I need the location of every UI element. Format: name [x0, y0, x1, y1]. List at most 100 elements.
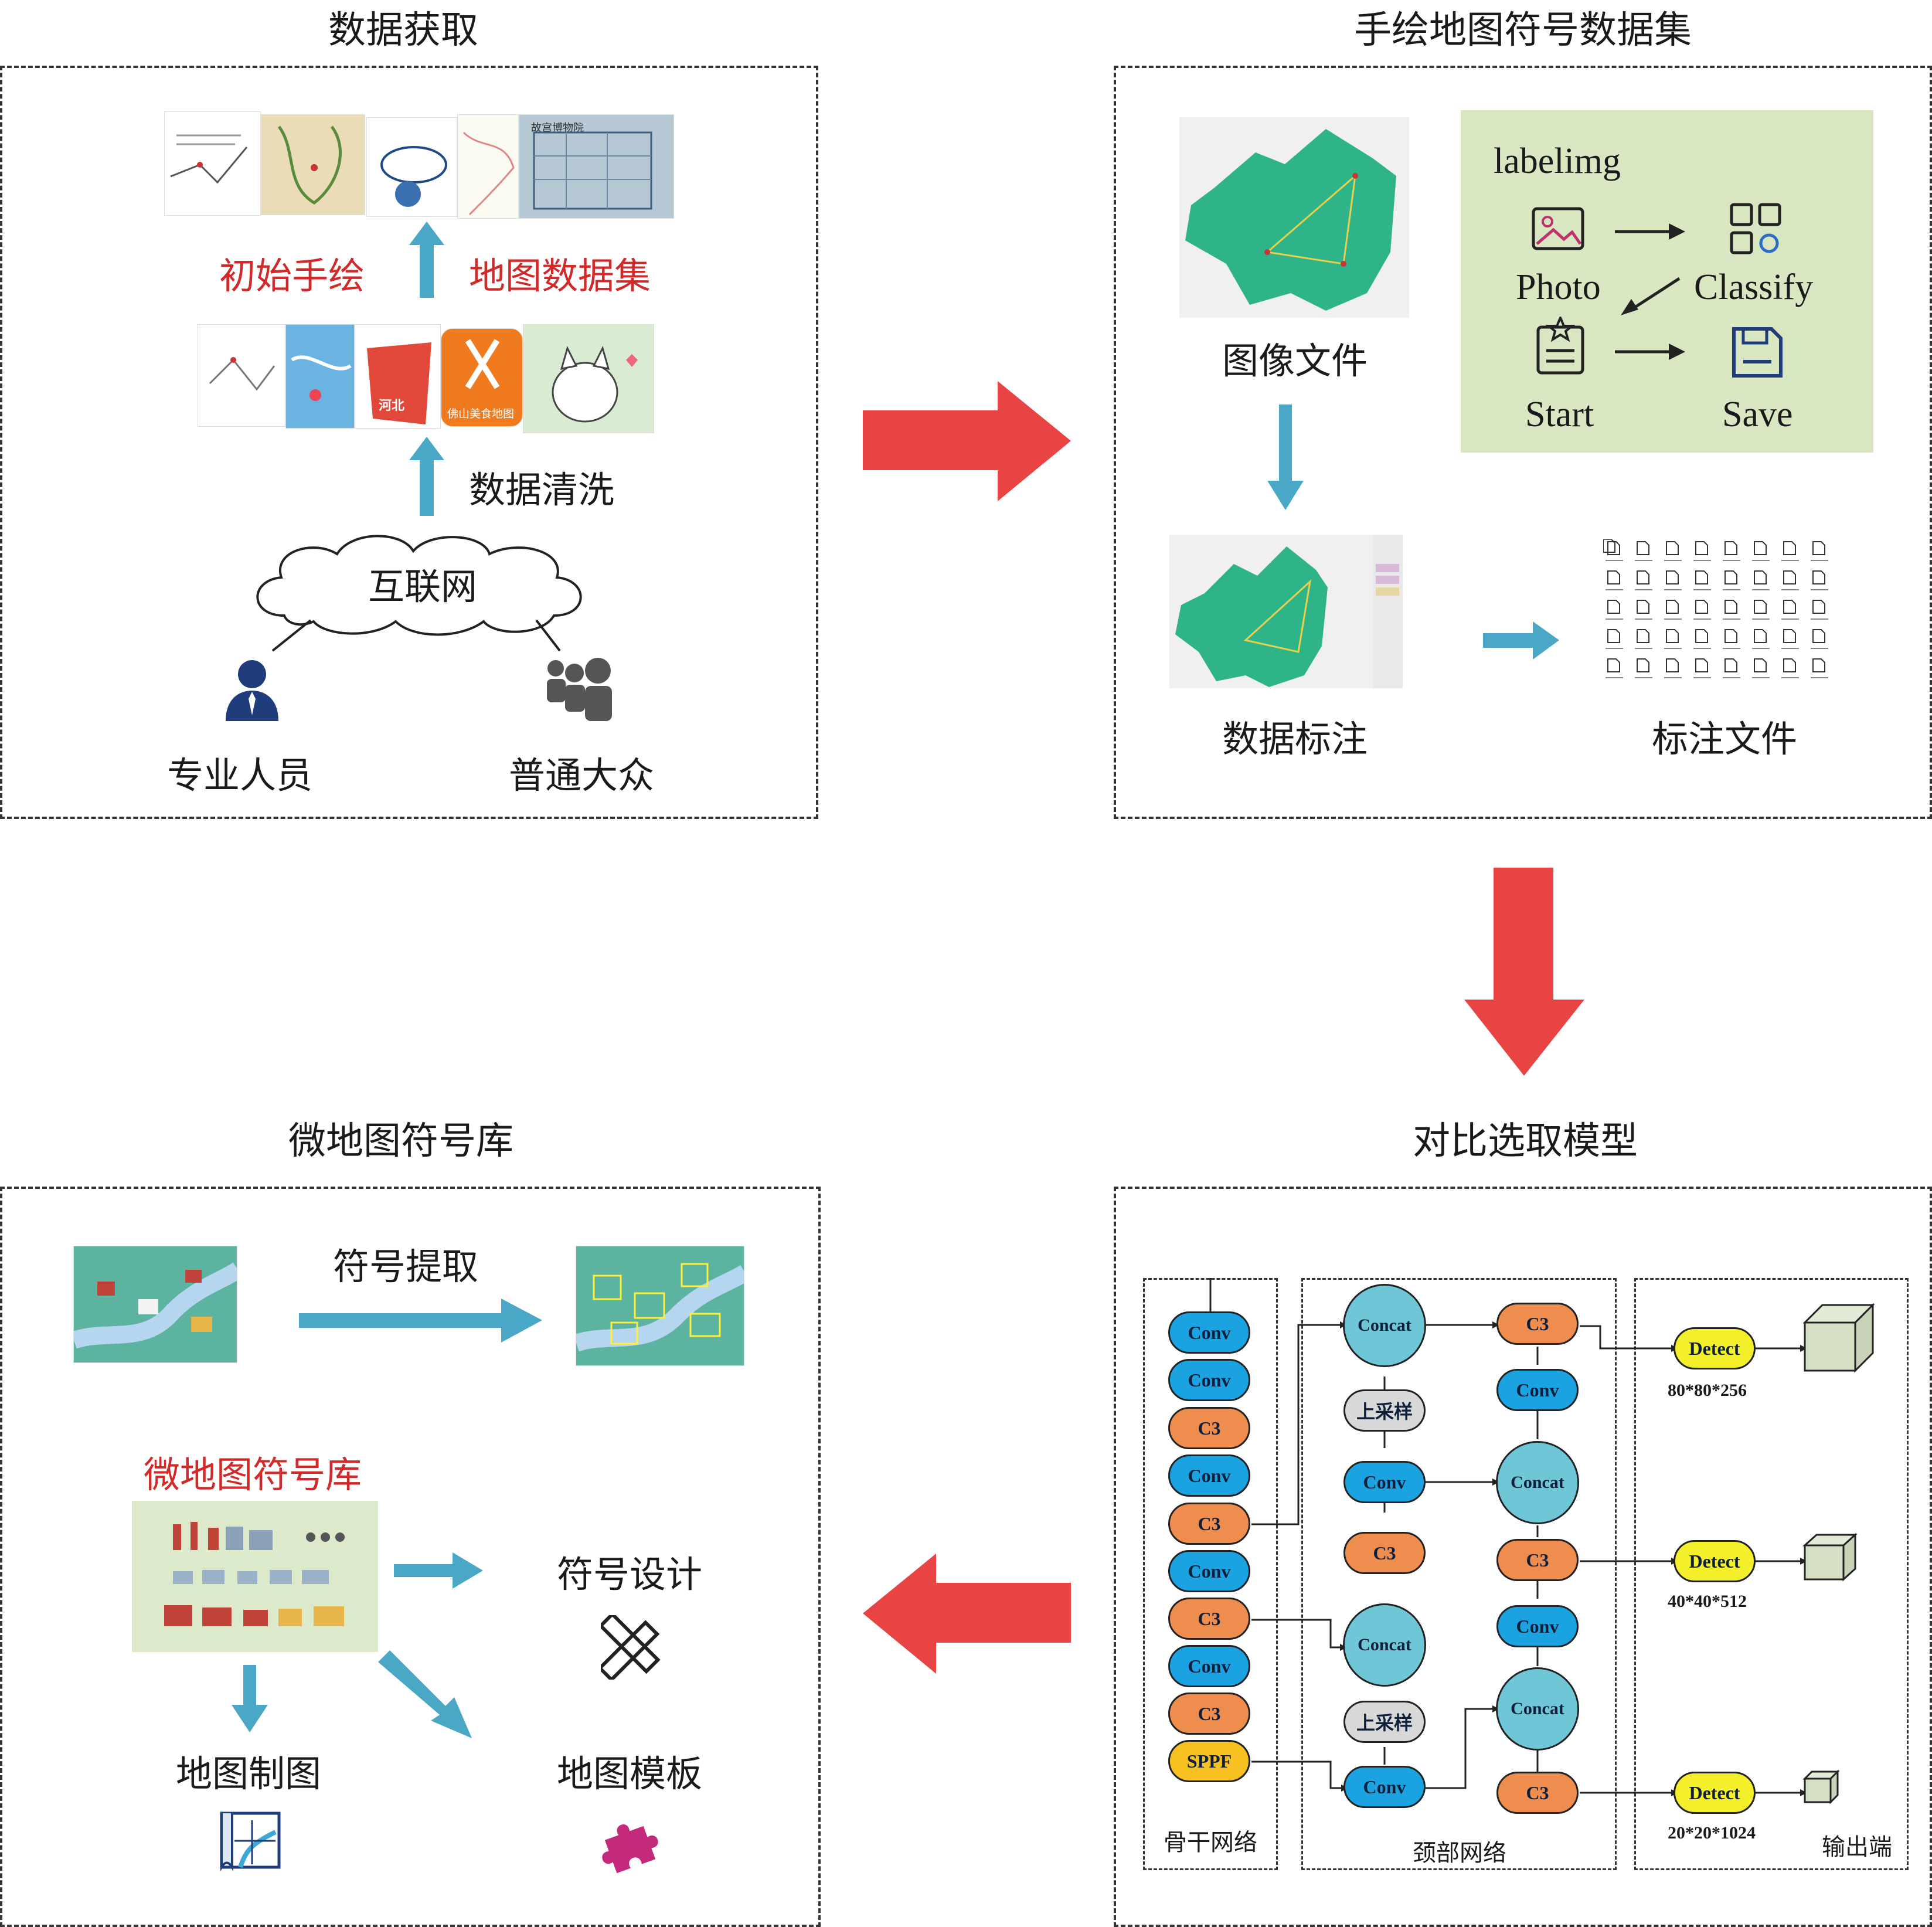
start-icon [1536, 317, 1584, 375]
initial-map-thumb-3 [366, 117, 457, 217]
label-annotate: 数据标注 [1222, 718, 1368, 760]
labelimg-box [1461, 110, 1873, 453]
red-arrow-right [863, 381, 1071, 501]
people-icon [547, 658, 612, 721]
neck-block: Conv [1496, 1369, 1579, 1411]
labelimg-classify: Classify [1694, 267, 1814, 307]
cloud-links [271, 619, 561, 652]
detect-size: 40*40*512 [1668, 1592, 1747, 1611]
neck-block: Conv [1343, 1461, 1426, 1503]
panel3-title: 对比选取模型 [1413, 1120, 1638, 1163]
red-arrow-left [863, 1554, 1071, 1674]
panel2-title: 手绘地图符号数据集 [1354, 9, 1692, 52]
detect-block: Detect [1674, 1540, 1756, 1582]
extracted-map-thumb [576, 1246, 744, 1366]
right-arrow-panel2 [1483, 621, 1559, 660]
neck-block: C3 [1496, 1539, 1579, 1581]
label-professional: 专业人员 [167, 754, 313, 797]
neck-block: C3 [1496, 1303, 1579, 1345]
arrow-photo-to-classify [1615, 223, 1685, 240]
label-public: 普通大众 [509, 754, 655, 797]
backbone-label: 骨干网络 [1164, 1829, 1257, 1856]
backbone-block: Conv [1168, 1550, 1250, 1592]
cloud-icon [256, 535, 582, 636]
neck-concat: Concat [1496, 1667, 1579, 1751]
region-caption: 河北 [379, 399, 405, 413]
symbol-library-box [132, 1501, 378, 1652]
raw-map-thumb-3: 河北 [355, 324, 441, 429]
raw-map-thumb-2 [285, 324, 355, 429]
neck-concat: Concat [1343, 1603, 1426, 1687]
backbone-block: Conv [1168, 1454, 1250, 1497]
neck-block: C3 [1343, 1532, 1426, 1574]
neck-section [1301, 1278, 1617, 1870]
label-image: 图像文件 [1222, 339, 1368, 382]
output-cube-large [1802, 1303, 1875, 1373]
head-label: 输出端 [1822, 1834, 1892, 1861]
panel4-title: 微地图符号库 [288, 1120, 513, 1163]
arrow-to-mapping [232, 1665, 268, 1732]
detect-block: Detect [1674, 1327, 1756, 1369]
panel2-frame [1114, 66, 1932, 819]
classify-icon [1730, 203, 1781, 254]
detect-block: Detect [1674, 1772, 1756, 1814]
backbone-block: C3 [1168, 1503, 1250, 1545]
backbone-block: C3 [1168, 1598, 1250, 1640]
label-annotation-files: 标注文件 [1652, 718, 1798, 760]
image-file-thumb [1179, 117, 1409, 318]
backbone-block: Conv [1168, 1645, 1250, 1687]
label-initial: 初始手绘 [219, 254, 365, 297]
initial-map-thumb-1 [164, 111, 261, 216]
label-extract: 符号提取 [333, 1245, 479, 1288]
neck-block: Conv [1343, 1766, 1426, 1808]
neck-concat: Concat [1343, 1284, 1426, 1367]
neck-label: 颈部网络 [1413, 1840, 1506, 1867]
output-cube-small [1802, 1769, 1840, 1804]
label-clean: 数据清洗 [469, 468, 615, 511]
cartoon-cat-thumb [523, 324, 654, 433]
panel3-frame [1114, 1187, 1932, 1927]
backbone-block: SPPF [1168, 1740, 1250, 1782]
source-map-thumb [73, 1246, 237, 1363]
arrow-to-template [378, 1650, 472, 1738]
extract-arrow [299, 1299, 542, 1343]
labelimg-start: Start [1525, 395, 1594, 434]
up-arrow-2 [409, 437, 444, 516]
person-icon [226, 660, 278, 721]
backbone-block: C3 [1168, 1693, 1250, 1735]
label-internet: 互联网 [368, 565, 478, 608]
network-connectors [1206, 1278, 1807, 1796]
backbone-block: C3 [1168, 1407, 1250, 1449]
initial-map-thumb-2 [261, 114, 365, 215]
neck-block: Conv [1496, 1605, 1579, 1647]
up-arrow-1 [409, 222, 444, 298]
panel1-frame [0, 66, 818, 819]
food-app-caption: 佛山美食地图 [447, 407, 515, 420]
panel4-frame [0, 1187, 821, 1927]
map-icon [220, 1812, 281, 1872]
ruler-pencil-icon [601, 1615, 661, 1680]
label-library: 微地图符号库 [144, 1453, 362, 1496]
neck-concat: Concat [1496, 1441, 1579, 1524]
museum-map-caption: 故宫博物院 [531, 122, 584, 134]
red-arrow-down [1464, 868, 1584, 1076]
labelimg-photo: Photo [1516, 267, 1601, 307]
head-section [1634, 1278, 1909, 1870]
annotation-tool-thumb [1169, 535, 1403, 688]
museum-map-thumb: 故宫博物院 [519, 114, 674, 219]
annotation-files-grid [1603, 539, 1828, 678]
label-mapping: 地图制图 [176, 1752, 322, 1795]
labelimg-title: labelimg [1494, 141, 1621, 181]
initial-map-thumb-4 [457, 114, 519, 219]
panel1-title: 数据获取 [328, 9, 478, 52]
arrow-start-to-save [1615, 344, 1685, 360]
raw-map-thumb-1 [198, 324, 285, 427]
output-cube-medium [1802, 1532, 1858, 1582]
label-dataset: 地图数据集 [469, 254, 651, 297]
label-design: 符号设计 [557, 1553, 703, 1596]
labelimg-save: Save [1722, 395, 1793, 434]
save-icon [1732, 327, 1783, 378]
food-app-thumb: 佛山美食地图 [441, 328, 523, 427]
neck-upsample: 上采样 [1343, 1389, 1426, 1432]
detect-size: 80*80*256 [1668, 1381, 1747, 1400]
